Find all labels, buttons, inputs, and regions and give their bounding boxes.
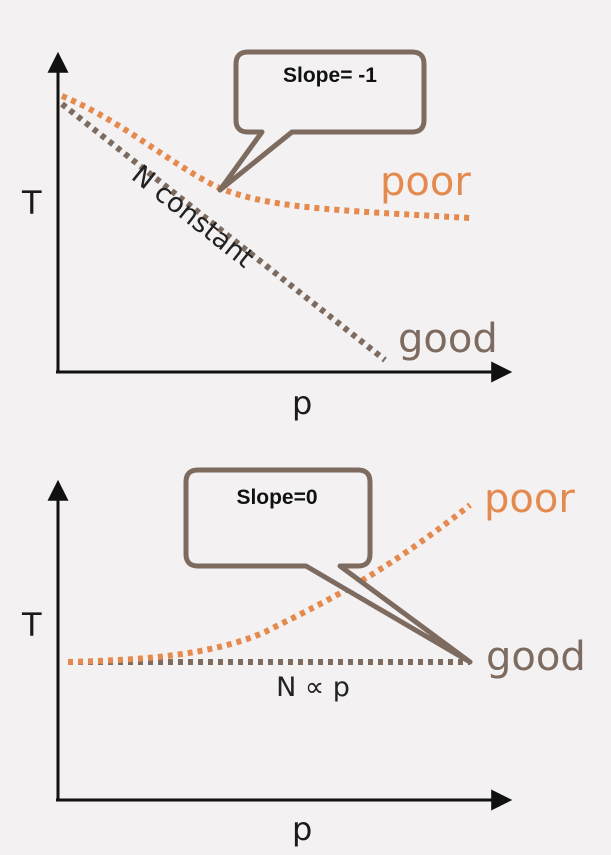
- bottom-poor-label: poor: [484, 476, 575, 522]
- bottom-callout-bubble: [183, 467, 473, 665]
- bottom-panel: Slope=0 N ∝ p T p poor good: [21, 467, 586, 848]
- top-callout-bubble: [217, 49, 427, 193]
- top-panel: Slope= -1 N constant T p poor good: [21, 49, 513, 422]
- top-y-axis-label: T: [21, 184, 42, 222]
- top-x-axis-label: p: [292, 384, 312, 422]
- bottom-poor-curve: [67, 502, 472, 665]
- top-poor-label: poor: [380, 159, 471, 205]
- bottom-callout-text: Slope=0: [236, 486, 317, 509]
- bottom-annotation: N ∝ p: [276, 672, 350, 703]
- top-good-curve: [60, 101, 387, 363]
- bottom-good-label: good: [486, 634, 586, 680]
- bottom-y-axis-label: T: [21, 606, 42, 644]
- top-callout-text: Slope= -1: [283, 64, 377, 87]
- top-good-label: good: [398, 316, 498, 362]
- bottom-x-axis-label: p: [292, 810, 312, 848]
